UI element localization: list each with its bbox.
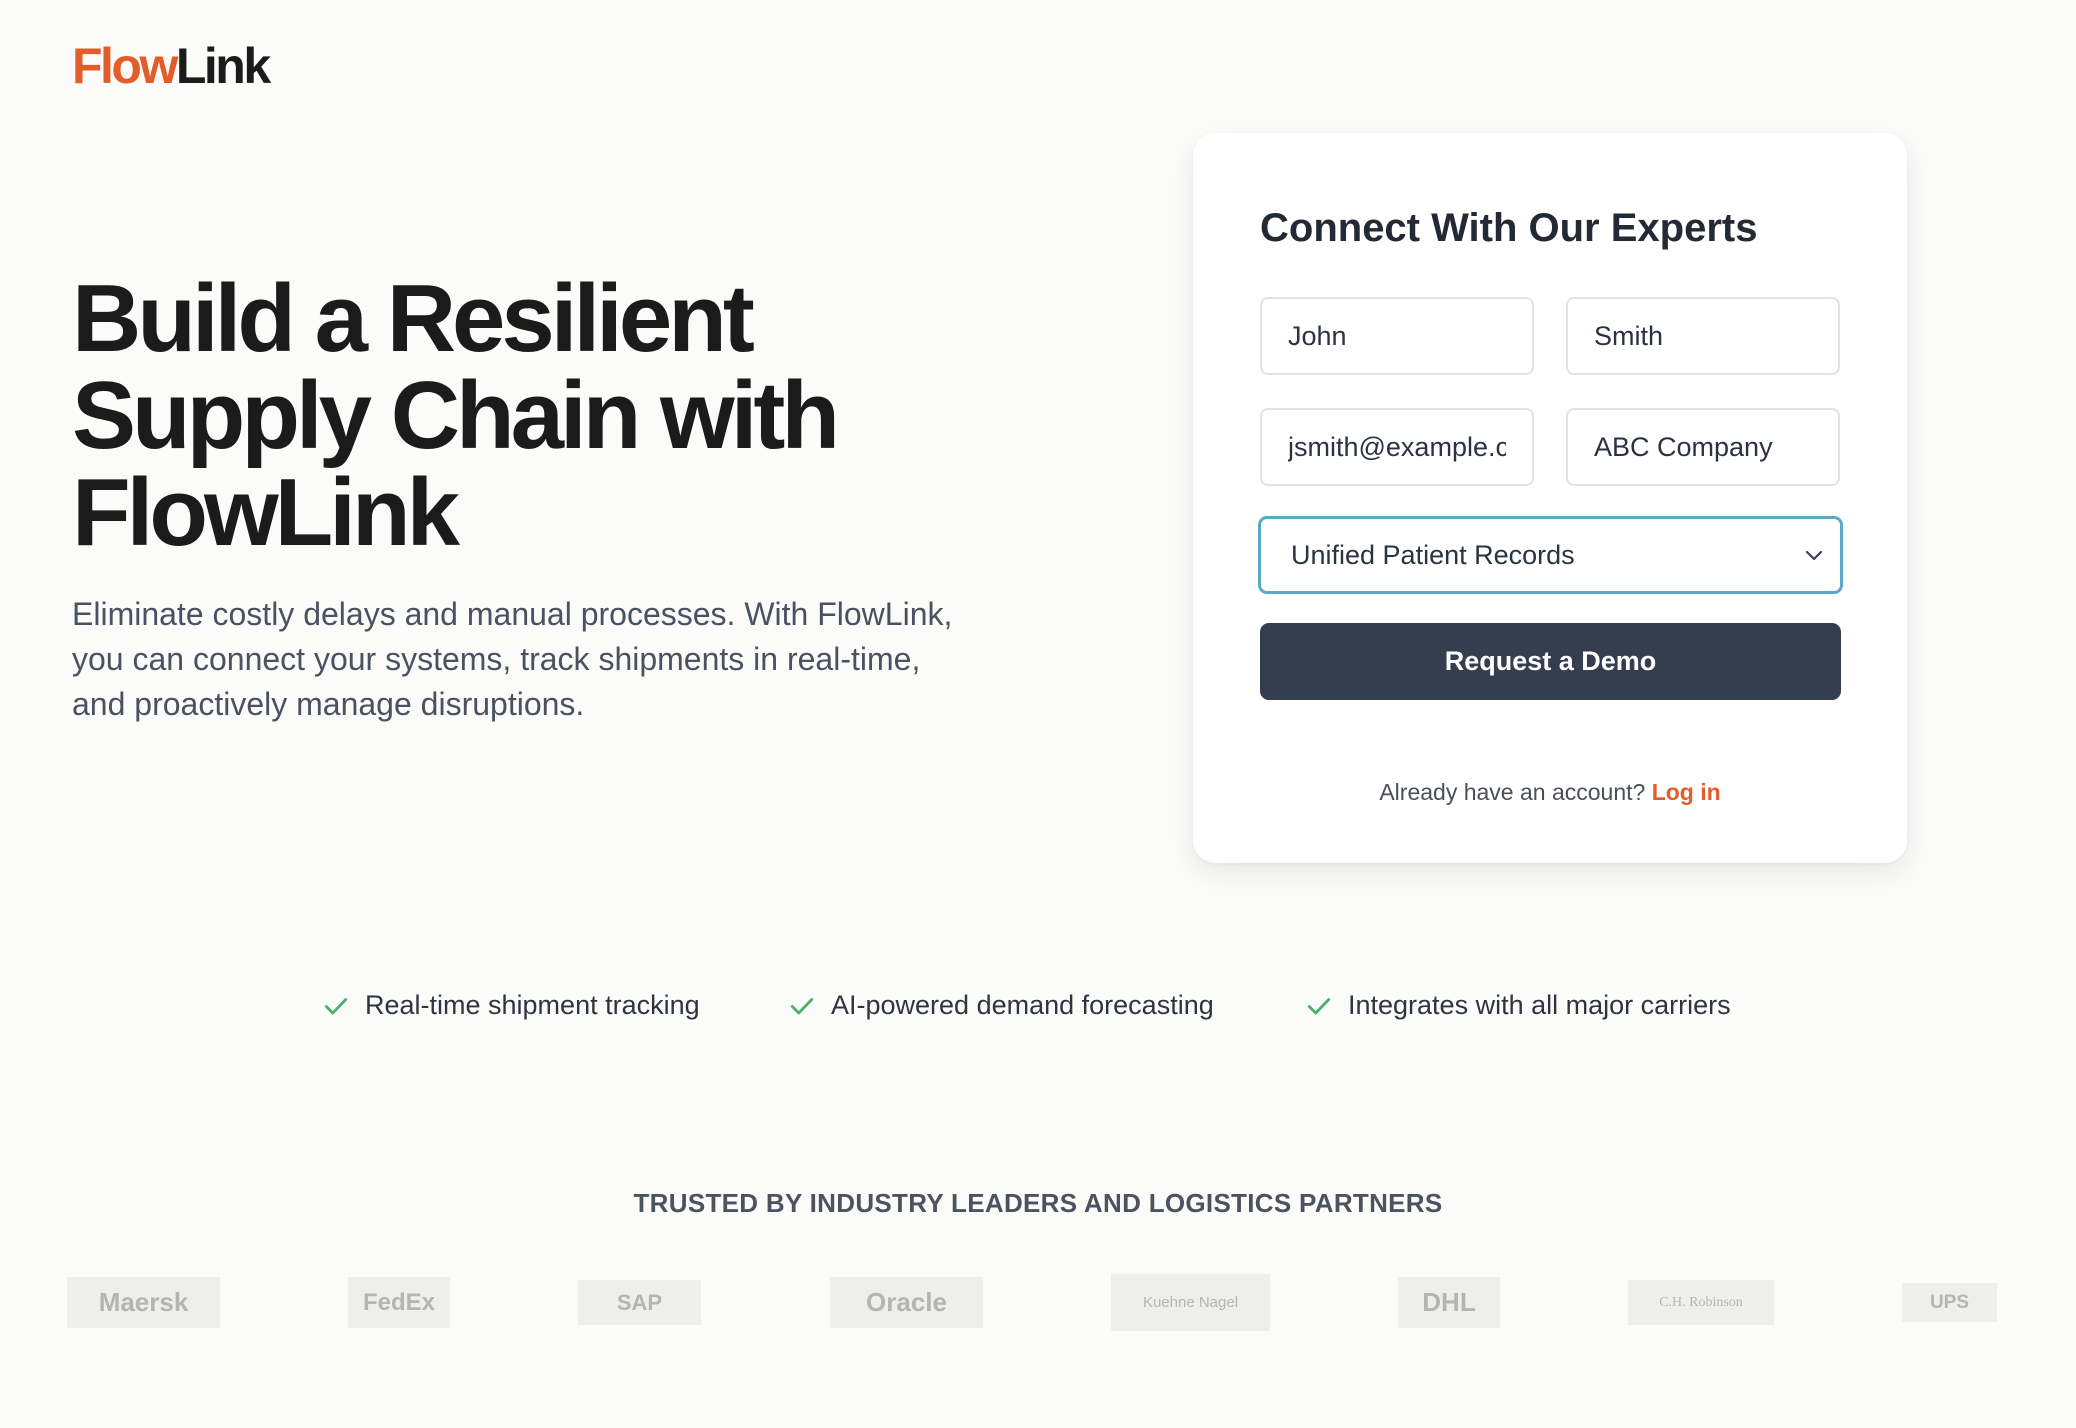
- feature-list: Real-time shipment tracking AI-powered d…: [0, 990, 2076, 1030]
- partner-logo-fedex: FedEx: [348, 1277, 450, 1328]
- brand-logo[interactable]: FlowLink: [72, 36, 271, 96]
- login-prompt-line: Already have an account? Log in: [1193, 779, 1907, 806]
- feature-label: AI-powered demand forecasting: [831, 990, 1214, 1020]
- partner-logo-ch-robinson: C.H. Robinson: [1628, 1280, 1774, 1325]
- check-icon: [324, 997, 348, 1014]
- login-link[interactable]: Log in: [1651, 779, 1721, 805]
- first-name-field[interactable]: [1260, 297, 1534, 375]
- last-name-field[interactable]: [1566, 297, 1840, 375]
- feature-label: Integrates with all major carriers: [1348, 990, 1731, 1020]
- partner-logo-ups: UPS: [1902, 1283, 1997, 1322]
- company-field[interactable]: [1566, 408, 1840, 486]
- partners-heading: TRUSTED BY INDUSTRY LEADERS AND LOGISTIC…: [633, 1188, 1443, 1218]
- chevron-down-icon: [1805, 550, 1823, 561]
- login-prompt-text: Already have an account?: [1379, 779, 1646, 805]
- form-title: Connect With Our Experts: [1260, 206, 1758, 250]
- email-field[interactable]: [1260, 408, 1534, 486]
- partner-logo-maersk: Maersk: [67, 1277, 220, 1328]
- brand-logo-accent: Flow: [72, 38, 178, 94]
- partner-logo-oracle: Oracle: [830, 1277, 983, 1328]
- partner-logo-kuehne-nagel: Kuehne Nagel: [1111, 1274, 1270, 1331]
- feature-item: Real-time shipment tracking: [323, 990, 700, 1021]
- check-icon: [790, 997, 814, 1014]
- solution-select[interactable]: Unified Patient Records: [1258, 516, 1843, 594]
- feature-item: Integrates with all major carriers: [1306, 990, 1731, 1021]
- hero-subtitle: Eliminate costly delays and manual proce…: [72, 596, 953, 722]
- check-icon: [1307, 997, 1331, 1014]
- feature-label: Real-time shipment tracking: [365, 990, 700, 1020]
- feature-item: AI-powered demand forecasting: [789, 990, 1214, 1021]
- brand-logo-rest: Link: [175, 38, 271, 94]
- solution-select-value: Unified Patient Records: [1291, 539, 1575, 570]
- partner-logo-sap: SAP: [578, 1280, 701, 1325]
- demo-request-card: Connect With Our Experts Unified Patient…: [1193, 133, 1907, 863]
- partner-logo-dhl: DHL: [1398, 1277, 1500, 1328]
- hero-title: Build a Resilient Supply Chain with Flow…: [72, 265, 840, 566]
- request-demo-button[interactable]: Request a Demo: [1260, 623, 1841, 700]
